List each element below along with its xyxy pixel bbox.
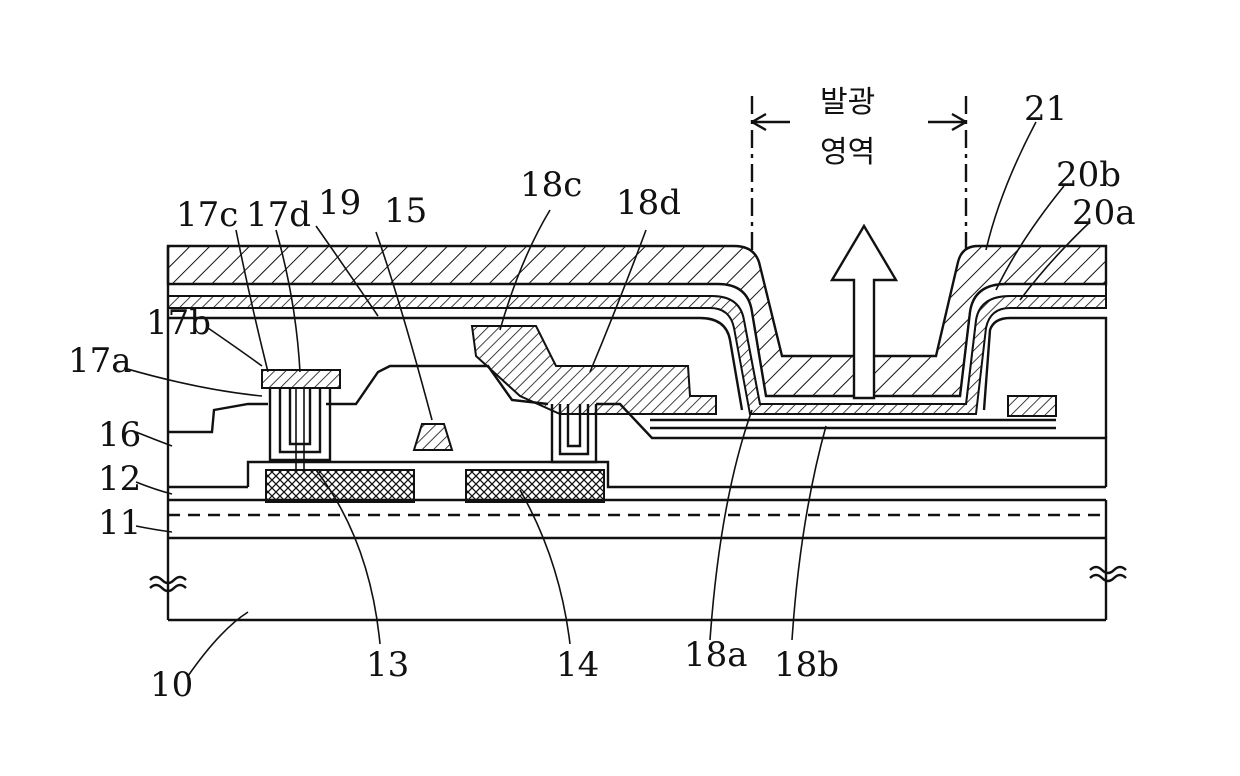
label-10: 10 — [150, 665, 193, 705]
label-14: 14 — [556, 645, 599, 685]
label-18d: 18d — [616, 183, 681, 223]
label-12: 12 — [98, 459, 141, 499]
label-17a: 17a — [68, 341, 132, 381]
label-19: 19 — [318, 183, 361, 223]
electrode-17 — [262, 370, 340, 470]
label-20a: 20a — [1072, 193, 1136, 233]
region-13 — [266, 470, 414, 502]
label-18c: 18c — [520, 165, 582, 205]
label-18a: 18a — [684, 635, 748, 675]
label-17d: 17d — [246, 195, 311, 235]
label-11: 11 — [98, 503, 141, 543]
label-18b: 18b — [774, 645, 839, 685]
region-14 — [466, 470, 604, 502]
label-20b: 20b — [1056, 155, 1121, 195]
region-label-line1: 발광 — [820, 85, 875, 120]
gate-15 — [414, 424, 452, 450]
label-15: 15 — [384, 191, 427, 231]
region-label-line2: 영역 — [820, 135, 875, 170]
label-16: 16 — [98, 415, 141, 455]
label-17b: 17b — [146, 303, 211, 343]
label-17c: 17c — [176, 195, 238, 235]
substrate-10 — [150, 538, 1126, 620]
label-13: 13 — [366, 645, 409, 685]
label-21: 21 — [1024, 89, 1067, 129]
layer-11 — [168, 500, 1106, 538]
